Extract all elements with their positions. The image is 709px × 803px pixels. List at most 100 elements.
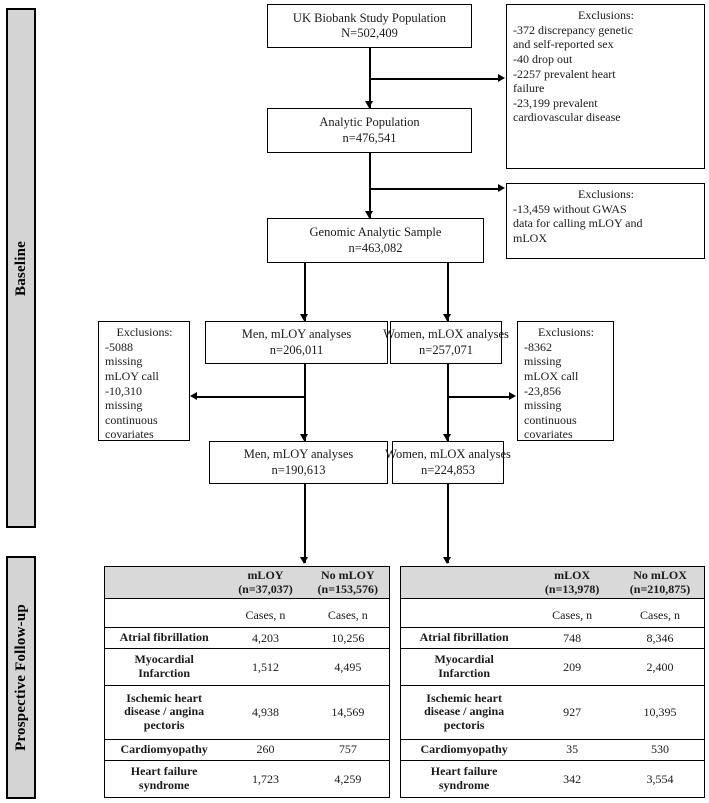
connector-to-men-exclusions	[196, 396, 305, 398]
connector-men-initial-to-final	[304, 364, 306, 441]
exclusions-women-line-7: covariates	[524, 427, 573, 442]
exclusions-men-line-5: missing	[105, 398, 143, 413]
connector-women-final-to-table	[447, 484, 449, 563]
exclusions-men-line-4: -10,310	[105, 383, 142, 398]
row-label-ischemic-heart-disease: Ischemic heart disease / angina pectoris	[424, 690, 505, 733]
exclusions-gwas-line-1: -13,459 without GWAS	[513, 201, 627, 216]
arrowhead-men-initial-to-final	[299, 434, 308, 441]
col-header-mloy-sub: (n=37,037)	[238, 582, 293, 597]
table-row: Cardiomyopathy 35 530	[401, 739, 704, 761]
node-source-line1: UK Biobank Study Population	[292, 10, 447, 25]
outcomes-table-mloy: mLOY (n=37,037) No mLOY (n=153,576) Case…	[104, 566, 390, 798]
exclusions-top-line-2: and self-reported sex	[513, 37, 614, 52]
connector-to-gwas-exclusions	[369, 188, 500, 190]
row-value-no-mlox-heart-failure-syndrome: 3,554	[646, 771, 674, 786]
exclusions-top-line-5: failure	[513, 81, 545, 96]
col-header-mloy: mLOY (n=37,037)	[224, 567, 307, 599]
node-men-initial-line2: n=206,011	[269, 342, 324, 357]
node-men-mloy-final: Men, mLOY analyses n=190,613	[209, 441, 388, 484]
table-row: Heart failure syndrome 342 3,554	[401, 761, 704, 797]
row-value-mlox-myocardial-infarction: 209	[563, 659, 582, 674]
col-header-no-mloy-sub: (n=153,576)	[317, 582, 379, 597]
phase-bar-baseline: Baseline	[6, 8, 36, 528]
row-value-no-mloy-ischemic-heart-disease: 14,569	[331, 704, 365, 719]
row-label-ischemic-heart-disease: Ischemic heart disease / angina pectoris	[124, 690, 205, 733]
row-label-heart-failure-syndrome: Heart failure syndrome	[430, 764, 498, 793]
exclusions-women-line-3: mLOX call	[524, 368, 579, 383]
table-row: Heart failure syndrome 1,723 4,259	[105, 761, 389, 797]
node-women-initial-line1: Women, mLOX analyses	[383, 327, 509, 342]
arrowhead-men-final-to-table	[299, 557, 308, 564]
node-men-initial-line1: Men, mLOY analyses	[241, 327, 352, 342]
subheader-cases-mlox: Cases, n	[528, 598, 617, 628]
row-label-heart-failure-syndrome: Heart failure syndrome	[130, 764, 198, 793]
exclusions-men-line-6: continuous	[105, 412, 158, 427]
outcomes-table-mloy-grid: mLOY (n=37,037) No mLOY (n=153,576) Case…	[105, 567, 389, 797]
exclusions-men-line-1: -5088	[105, 339, 133, 354]
connector-to-women-exclusions	[447, 396, 511, 398]
exclusions-gwas-line-3: mLOX	[513, 230, 547, 245]
node-women-final-line1: Women, mLOX analyses	[385, 447, 511, 462]
row-value-mloy-heart-failure-syndrome: 1,723	[251, 771, 279, 786]
connector-analytic-to-genomic	[369, 153, 371, 218]
arrowhead-women-initial-to-final	[442, 434, 451, 441]
table-row: Atrial fibrillation 4,203 10,256	[105, 627, 389, 649]
connector-men-final-to-table	[304, 484, 306, 563]
exclusions-top-line-7: cardiovascular disease	[513, 110, 621, 125]
row-value-mloy-myocardial-infarction: 1,512	[251, 659, 279, 674]
col-header-no-mlox: No mLOX (n=210,875)	[616, 567, 704, 599]
phase-bar-prospective-follow-up: Prospective Follow-up	[6, 556, 36, 799]
exclusions-top-line-1: -372 discrepancy genetic	[513, 22, 633, 37]
node-analytic-line1: Analytic Population	[319, 115, 420, 130]
phase-label-baseline: Baseline	[12, 240, 29, 296]
row-value-mloy-cardiomyopathy: 260	[256, 742, 275, 757]
arrowhead-to-top-exclusions	[498, 73, 505, 82]
subheader-cases-no-mlox: Cases, n	[616, 598, 704, 628]
node-genomic-line2: n=463,082	[348, 240, 403, 255]
row-value-no-mlox-ischemic-heart-disease: 10,395	[643, 704, 677, 719]
table-subheader-row: Cases, n Cases, n	[401, 598, 704, 628]
row-label-myocardial-infarction: Myocardial Infarction	[134, 652, 194, 681]
row-value-mloy-atrial-fibrillation: 4,203	[251, 630, 279, 645]
exclusions-top-line-4: -2257 prevalent heart	[513, 66, 616, 81]
row-label-atrial-fibrillation: Atrial fibrillation	[419, 630, 509, 645]
col-header-outcome	[105, 567, 225, 599]
node-analytic-line2: n=476,541	[342, 130, 397, 145]
row-value-no-mlox-cardiomyopathy: 530	[651, 742, 670, 757]
row-value-no-mlox-atrial-fibrillation: 8,346	[646, 630, 674, 645]
table-row: Ischemic heart disease / angina pectoris…	[401, 686, 704, 740]
exclusions-box-baseline-top: Exclusions: -372 discrepancy genetic and…	[506, 4, 705, 169]
exclusions-top-line-6: -23,199 prevalent	[513, 95, 598, 110]
subheader-cases-no-mloy: Cases, n	[306, 598, 389, 628]
node-men-mloy-initial: Men, mLOY analyses n=206,011	[205, 321, 388, 364]
outcomes-table-mlox: mLOX (n=13,978) No mLOX (n=210,875) Case…	[400, 566, 705, 798]
table-row: Ischemic heart disease / angina pectoris…	[105, 686, 389, 740]
exclusions-women-header: Exclusions:	[538, 325, 594, 339]
row-label-atrial-fibrillation: Atrial fibrillation	[119, 630, 209, 645]
exclusions-top-line-3: -40 drop out	[513, 51, 573, 66]
exclusions-men-header: Exclusions:	[116, 325, 173, 339]
subheader-blank	[105, 598, 225, 628]
table-row: Atrial fibrillation 748 8,346	[401, 627, 704, 649]
row-value-mlox-ischemic-heart-disease: 927	[563, 704, 582, 719]
col-header-mlox: mLOX (n=13,978)	[528, 567, 617, 599]
table-row: Myocardial Infarction 1,512 4,495	[105, 649, 389, 686]
row-label-cardiomyopathy: Cardiomyopathy	[420, 742, 508, 756]
table-header-row: mLOX (n=13,978) No mLOX (n=210,875)	[401, 567, 704, 599]
outcomes-table-mlox-grid: mLOX (n=13,978) No mLOX (n=210,875) Case…	[401, 567, 704, 797]
node-uk-biobank-study-population: UK Biobank Study Population N=502,409	[267, 4, 472, 48]
node-women-mlox-initial: Women, mLOX analyses n=257,071	[383, 321, 509, 364]
col-header-no-mlox-sub: (n=210,875)	[629, 582, 691, 597]
exclusions-women-line-2: missing	[524, 354, 562, 369]
row-label-cardiomyopathy: Cardiomyopathy	[120, 742, 208, 756]
exclusions-men-line-2: missing	[105, 354, 143, 369]
exclusions-women-line-5: missing	[524, 398, 562, 413]
col-header-no-mlox-title: No mLOX	[633, 568, 687, 582]
node-genomic-analytic-sample: Genomic Analytic Sample n=463,082	[267, 218, 484, 263]
col-header-mlox-title: mLOX	[554, 568, 591, 582]
connector-genomic-split-left	[304, 263, 306, 321]
arrowhead-to-men-exclusions	[190, 391, 197, 400]
row-value-mlox-heart-failure-syndrome: 342	[563, 771, 582, 786]
phase-label-prospective-follow-up: Prospective Follow-up	[12, 604, 29, 751]
col-header-outcome	[401, 567, 529, 599]
